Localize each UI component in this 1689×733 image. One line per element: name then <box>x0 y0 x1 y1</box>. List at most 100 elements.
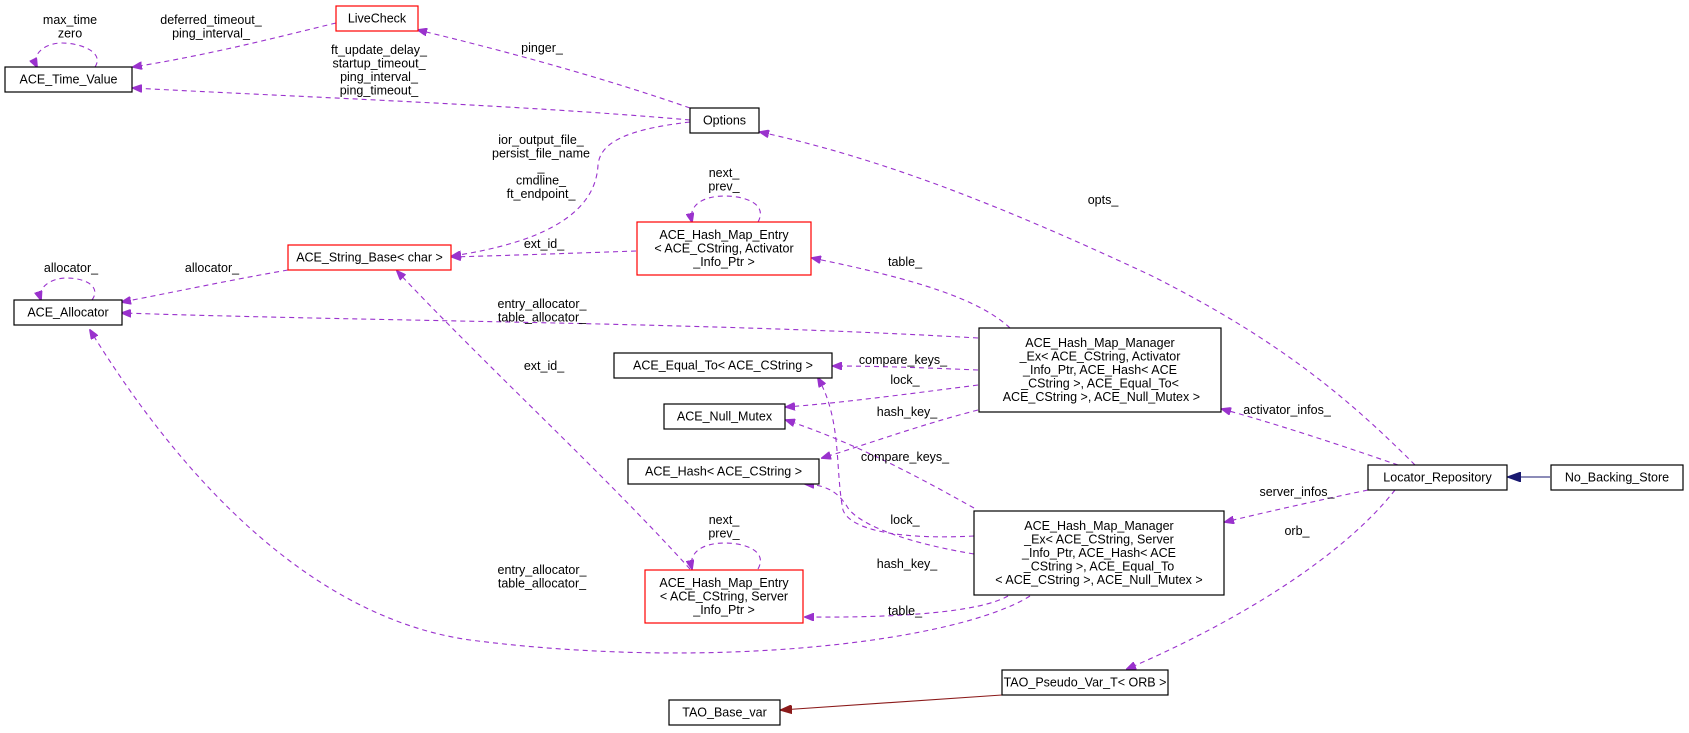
edge-manager-server-to-equal <box>818 378 975 538</box>
node-hash-map-manager-server[interactable]: ACE_Hash_Map_Manager_Ex< ACE_CString, Se… <box>973 510 1225 596</box>
node-box <box>663 403 786 430</box>
node-hash-map-manager-activator[interactable]: ACE_Hash_Map_Manager_Ex< ACE_CString, Ac… <box>978 327 1222 413</box>
edge-entry-server-to-string-base <box>397 271 691 570</box>
edge-label-line: zero <box>58 27 82 41</box>
edge-label-line: orb_ <box>1284 524 1310 538</box>
edge-label-line: compare_keys_ <box>859 353 948 367</box>
edge-label-line: opts_ <box>1088 193 1120 207</box>
label-entry-activator-to-string-base: ext_id_ <box>524 237 565 251</box>
node-ace-allocator[interactable]: ACE_Allocator <box>13 299 123 326</box>
edge-label-line: ping_interval_ <box>340 70 419 84</box>
edge-locator-to-manager-activator <box>1222 409 1399 466</box>
node-box <box>335 5 419 32</box>
node-locator-repository[interactable]: Locator_Repository <box>1367 464 1508 491</box>
edge-label-line: table_ <box>888 604 923 618</box>
edge-label-line: ping_timeout_ <box>340 84 420 98</box>
node-label: ACE_String_Base< char > <box>296 250 443 264</box>
edge-entry-server-self <box>691 542 761 569</box>
label-manager-server-to-equal: compare_keys_ <box>861 450 950 464</box>
label-options-to-string-base: ior_output_file_persist_file_name_cmdlin… <box>492 133 590 201</box>
node-box <box>627 458 820 485</box>
edge-label-line: hash_key_ <box>877 405 939 419</box>
node-options[interactable]: Options <box>689 107 760 134</box>
node-box <box>1001 669 1169 696</box>
edge-manager-server-to-hash <box>805 484 975 555</box>
node-label-line: _Info_Ptr, ACE_Hash< ACE <box>1022 363 1177 377</box>
edge-manager-activator-to-equal <box>833 366 979 371</box>
node-tao-pseudo-var[interactable]: TAO_Pseudo_Var_T< ORB > <box>1001 669 1169 696</box>
node-label: Options <box>703 113 746 127</box>
node-box <box>978 327 1222 413</box>
edge-label-line: entry_allocator_ <box>498 297 588 311</box>
node-label-line: ACE_Allocator <box>27 305 108 319</box>
edge-manager-activator-to-allocator <box>122 313 979 339</box>
label-locator-to-options: opts_ <box>1088 193 1120 207</box>
node-box <box>689 107 760 134</box>
edge-manager-server-to-allocator <box>90 330 1031 654</box>
label-entry-server-self: next_prev_ <box>708 513 740 541</box>
node-ace-null-mutex[interactable]: ACE_Null_Mutex <box>663 403 786 430</box>
edge-manager-activator-to-entry <box>812 258 1011 329</box>
node-livecheck[interactable]: LiveCheck <box>335 5 419 32</box>
edge-label-line: table_ <box>888 255 923 269</box>
node-label: No_Backing_Store <box>1565 470 1669 484</box>
node-label-line: ACE_Hash_Map_Manager <box>1025 336 1174 350</box>
node-ace-string-base[interactable]: ACE_String_Base< char > <box>287 244 452 271</box>
edge-label-line: ior_output_file_ <box>498 133 585 147</box>
node-hash-map-entry-activator[interactable]: ACE_Hash_Map_Entry< ACE_CString, Activat… <box>636 221 812 276</box>
node-ace-time-value[interactable]: ACE_Time_Value <box>4 66 133 93</box>
edge-allocator-self <box>40 277 96 300</box>
node-box <box>613 352 833 379</box>
edge-label-line: ext_id_ <box>524 359 565 373</box>
edge-label-line: pinger_ <box>521 41 564 55</box>
label-manager-server-to-entry: table_ <box>888 604 923 618</box>
edge-label-line: entry_allocator_ <box>498 563 588 577</box>
edge-label-line: deferred_timeout_ <box>160 13 263 27</box>
node-hash-map-entry-server[interactable]: ACE_Hash_Map_Entry< ACE_CString, Server_… <box>644 569 804 624</box>
node-box <box>13 299 123 326</box>
node-label-line: _CString >, ACE_Equal_To <box>1023 559 1174 573</box>
node-box <box>1550 464 1684 491</box>
label-locator-to-manager-activator: activator_infos_ <box>1243 403 1332 417</box>
edge-livecheck-to-time-value <box>133 22 337 67</box>
edge-entry-activator-to-string-base <box>452 250 637 257</box>
label-locator-to-pseudo-var: orb_ <box>1284 524 1310 538</box>
node-box <box>4 66 133 93</box>
edge-label-line: ping_interval_ <box>172 27 251 41</box>
node-tao-base-var[interactable]: TAO_Base_var <box>668 699 781 726</box>
node-ace-hash[interactable]: ACE_Hash< ACE_CString > <box>627 458 820 485</box>
node-label-line: ACE_Time_Value <box>20 72 118 86</box>
node-label-line: < ACE_CString, Server <box>660 589 788 603</box>
edge-label-line: startup_timeout_ <box>332 57 426 71</box>
edge-label-line: ft_endpoint_ <box>507 187 577 201</box>
node-label: ACE_Equal_To< ACE_CString > <box>633 358 813 372</box>
edge-locator-to-pseudo-var <box>1127 489 1396 669</box>
node-label: ACE_Hash< ACE_CString > <box>645 464 802 478</box>
node-label-line: Options <box>703 113 746 127</box>
edge-label-line: allocator_ <box>185 261 240 275</box>
node-ace-equal-to[interactable]: ACE_Equal_To< ACE_CString > <box>613 352 833 379</box>
edge-label-line: lock_ <box>890 373 920 387</box>
edge-pseudo-var-to-base-var <box>781 694 1003 710</box>
edge-label-line: lock_ <box>890 513 920 527</box>
edge-label-line: prev_ <box>708 180 740 194</box>
node-no-backing-store[interactable]: No_Backing_Store <box>1550 464 1684 491</box>
node-label-line: _Info_Ptr > <box>692 255 755 269</box>
label-string-base-to-allocator: allocator_ <box>185 261 240 275</box>
edge-label-line: activator_infos_ <box>1243 403 1332 417</box>
node-label-line: < ACE_CString >, ACE_Null_Mutex > <box>995 573 1202 587</box>
label-manager-server-to-mutex: lock_ <box>890 513 920 527</box>
node-label: ACE_Allocator <box>27 305 108 319</box>
node-label-line: LiveCheck <box>348 11 407 25</box>
edge-label-line: prev_ <box>708 527 740 541</box>
node-label-line: < ACE_CString, Activator <box>654 241 793 255</box>
edge-label-line: next_ <box>709 166 741 180</box>
node-label-line: _CString >, ACE_Equal_To< <box>1020 376 1179 390</box>
label-entry-server-to-string-base: ext_id_ <box>524 359 565 373</box>
node-label-line: No_Backing_Store <box>1565 470 1669 484</box>
label-locator-to-manager-server: server_infos_ <box>1259 485 1335 499</box>
edge-time-value-self <box>36 42 98 67</box>
node-label-line: _Ex< ACE_CString, Activator <box>1019 349 1181 363</box>
